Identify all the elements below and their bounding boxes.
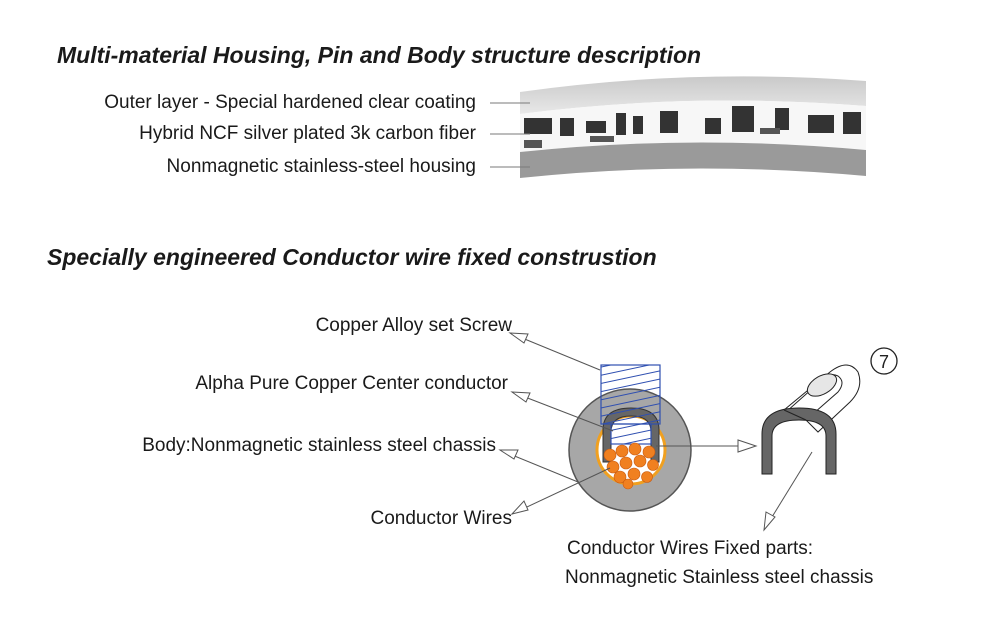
body-arrowhead [498,449,519,460]
set-screw-label: Copper Alloy set Screw [315,315,512,336]
structure-title: Multi-material Housing, Pin and Body str… [57,42,702,68]
layer-cross-section [520,76,866,178]
set-screw [600,364,661,425]
fixed-part-hole [806,373,838,397]
steel-housing-layer-label: Nonmagnetic stainless-steel housing [166,156,476,177]
clip-arrowhead [737,439,758,453]
steel-housing-band [520,142,866,178]
fixed-part-u-profile [761,407,837,475]
conductor-wire-bundle [603,442,659,490]
fixed-part-illustration: 7 [761,347,898,475]
conductor-wires-label: Conductor Wires [370,508,513,529]
outer-coating-band [520,76,866,114]
carbon-fiber-layer-label: Hybrid NCF silver plated 3k carbon fiber [139,123,476,144]
outer-layer-label: Outer layer - Special hardened clear coa… [104,92,476,113]
body-chassis-label: Body:Nonmagnetic stainless steel chassis [142,435,496,456]
part-number: 7 [879,352,889,372]
screw-arrowhead [508,332,529,344]
set-screw-tip [610,423,652,445]
layer-leader-lines [490,102,530,168]
fixed-parts-material-label: Nonmagnetic Stainless steel chassis [565,567,874,588]
part-number-circle [870,347,898,375]
wires-arrowhead [510,500,529,515]
carbon-fiber-weave [524,106,861,148]
center-conductor-label: Alpha Pure Copper Center conductor [195,373,508,394]
center-arrowhead [510,391,531,403]
connector-cross-section [568,364,692,512]
construction-title: Specially engineered Conductor wire fixe… [47,244,657,270]
fixed-parts-label: Conductor Wires Fixed parts: [567,538,814,559]
fixed-arrowhead [763,511,776,532]
construction-leader-lines [498,332,813,532]
